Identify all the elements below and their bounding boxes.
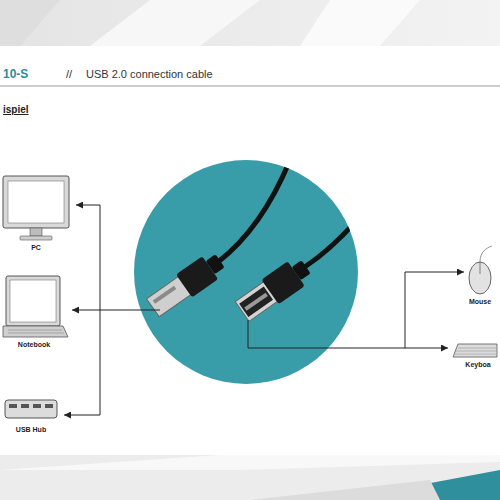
- decor-shape: [250, 480, 440, 500]
- decor-shape: [90, 0, 260, 46]
- notebook-icon: [3, 276, 68, 337]
- device-label: Keyboa: [463, 360, 492, 370]
- decor-shape: [0, 455, 500, 470]
- keyboard-icon: [453, 344, 497, 357]
- leader-lines: [64, 205, 464, 415]
- device-label: PC: [29, 243, 43, 253]
- pc-icon: [3, 176, 69, 240]
- device-label: Mouse: [467, 297, 493, 307]
- header-band: [0, 0, 500, 46]
- separator: //: [66, 68, 72, 80]
- device-name: PC: [31, 244, 41, 252]
- device-label: USB Hub: [14, 425, 48, 435]
- section-heading: ispiel: [3, 104, 29, 115]
- device-name: Keyboa: [465, 361, 490, 369]
- device-name: USB Hub: [16, 426, 46, 434]
- product-code: 10-S: [3, 67, 28, 81]
- cable-backdrop: [134, 160, 358, 384]
- usb-cable: [218, 160, 370, 266]
- device-name: Mouse: [469, 298, 491, 306]
- mouse-icon: [469, 246, 492, 294]
- usb-hub-icon: [5, 400, 57, 418]
- usb-a-male-plug: [145, 249, 228, 319]
- decor-shape: [300, 0, 420, 46]
- header-rule: [0, 86, 500, 87]
- usb-a-female-socket: [234, 254, 315, 323]
- decor-shape: [0, 0, 60, 46]
- footer-band: [0, 455, 500, 500]
- title: USB 2.0 connection cable: [86, 68, 213, 80]
- device-label: Notebook: [16, 340, 52, 350]
- device-name: Notebook: [18, 341, 50, 349]
